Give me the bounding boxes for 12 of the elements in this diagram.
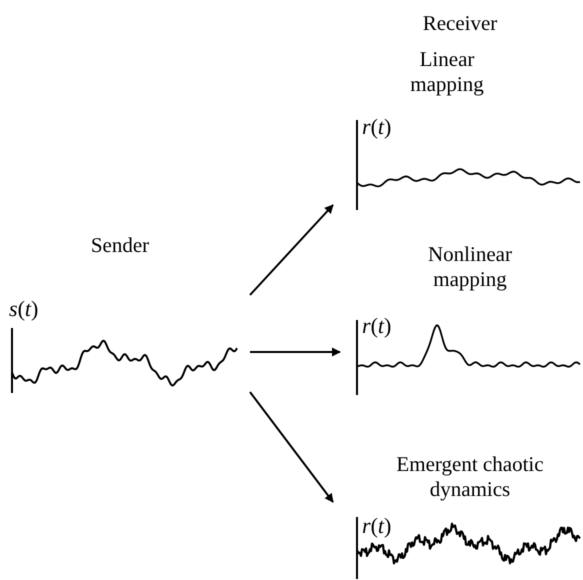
plot-heading: Nonlinear mapping [427, 242, 513, 292]
plot-heading: Linear mapping [409, 47, 485, 97]
section-heading: Receiver [422, 10, 498, 36]
axis-label: r(t) [362, 115, 392, 139]
axis-label: r(t) [362, 514, 392, 538]
plot-heading: Sender [90, 233, 150, 258]
arrow [249, 204, 334, 296]
arrow [249, 391, 334, 503]
axis-label: r(t) [362, 314, 392, 338]
plot-heading: Emergent chaotic dynamics [395, 452, 545, 502]
arrow [250, 348, 341, 356]
axis-label: s(t) [9, 297, 38, 321]
